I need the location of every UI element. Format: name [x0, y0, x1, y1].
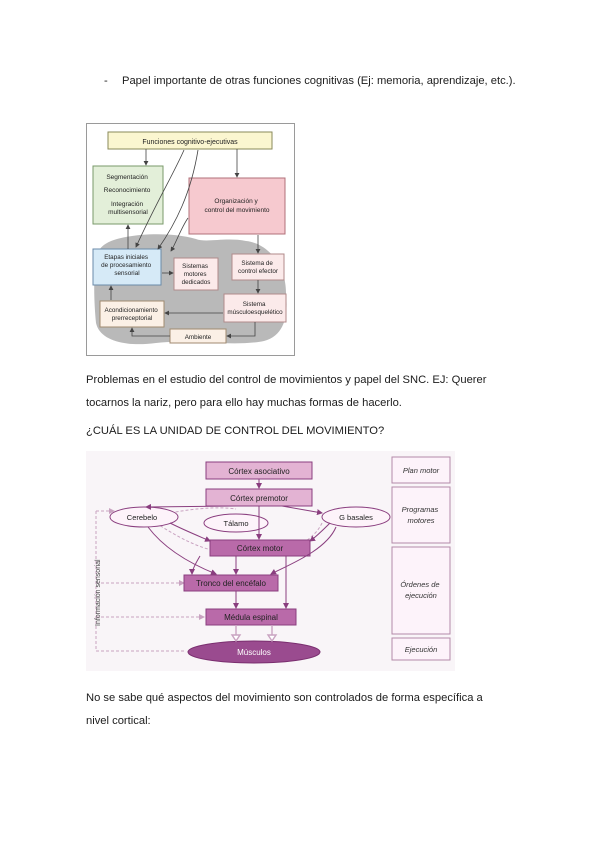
paragraph-line: Problemas en el estudio del control de m…	[86, 374, 487, 386]
box-organizacion	[188, 177, 286, 235]
g-basales-label: G basales	[339, 513, 373, 522]
box-acondicionamiento	[99, 300, 165, 328]
heading-unidad-control: ¿CUÁL ES LA UNIDAD DE CONTROL DEL MOVIMI…	[86, 425, 385, 437]
ellipse-talamo	[203, 513, 269, 533]
box-musculo-label: Sistema músculoesquelético	[227, 301, 283, 316]
paragraph-line: No se sabe qué aspectos del movimiento s…	[86, 692, 483, 704]
stage-ejecucion-label: Ejecución	[405, 645, 438, 654]
ellipse-cerebelo	[109, 506, 179, 528]
ellipse-g-basales	[321, 506, 391, 528]
paragraph-no-se-sabe: No se sabe qué aspectos del movimiento s…	[86, 687, 526, 733]
cortex-premotor-label: Córtex premotor	[230, 494, 288, 503]
figure1-arrows	[108, 149, 261, 339]
tronco-label: Tronco del encéfalo	[196, 579, 267, 588]
box-cortex-motor	[209, 539, 311, 557]
stage-programas	[391, 486, 451, 544]
box-medula-espinal	[205, 608, 297, 626]
bullet-text: Papel importante de otras funciones cogn…	[122, 75, 516, 87]
talamo-label: Tálamo	[223, 519, 248, 528]
box-efector-label: Sistema de control efector	[238, 260, 278, 275]
box-control-efector	[231, 253, 285, 281]
box-musculoesqueletico	[223, 293, 287, 323]
cortex-asociativo-label: Córtex asociativo	[228, 467, 290, 476]
musculos-label: Músculos	[237, 648, 271, 657]
box-funciones-label: Funciones cognitivo-ejecutivas	[142, 139, 238, 146]
box-segmentacion-label: Segmentación Reconocimiento Integración …	[104, 174, 152, 216]
stage-ordenes-label: Órdenes de ejecución	[400, 580, 441, 600]
figure-motor-control-hierarchy: Plan motor Programas motores Órdenes de …	[86, 451, 455, 671]
info-sensorial-label: Información sensorial	[95, 559, 102, 626]
stage-programas-label: Programas motores	[402, 505, 441, 525]
stage-plan-motor	[391, 456, 451, 484]
box-etapas-label: Etapas iniciales de procesamiento sensor…	[101, 254, 153, 277]
figure2-arrows	[145, 479, 337, 609]
box-sistemas-label: Sistemas motores dedicados	[182, 263, 211, 286]
bullet-dash: -	[104, 75, 108, 87]
box-tronco-encefalo	[183, 574, 279, 592]
paragraph-problemas: Problemas en el estudio del control de m…	[86, 369, 526, 415]
box-etapas-iniciales	[92, 248, 162, 286]
cortex-motor-label: Córtex motor	[237, 544, 284, 553]
box-acondicionamiento-label: Acondicionamiento prerreceptorial	[105, 307, 160, 322]
box-organizacion-label: Organización y control del movimiento	[204, 198, 269, 214]
paragraph-line: tocarnos la nariz, pero para ello hay mu…	[86, 397, 402, 409]
box-ambiente-label: Ambiente	[185, 334, 212, 341]
ellipse-musculos	[187, 640, 321, 664]
stage-ejecucion	[391, 637, 451, 661]
box-funciones-cognitivo	[107, 131, 273, 150]
figure-cognitive-motor-diagram: Funciones cognitivo-ejecutivas Segmentac…	[86, 123, 295, 356]
paragraph-line: nivel cortical:	[86, 715, 151, 727]
stage-ordenes	[391, 546, 451, 635]
stage-plan-motor-label: Plan motor	[403, 466, 440, 475]
cerebelo-label: Cerebelo	[127, 513, 157, 522]
box-sistemas-motores	[173, 257, 219, 291]
medula-to-musculos-arrows	[230, 625, 278, 643]
medula-label: Médula espinal	[224, 613, 278, 622]
